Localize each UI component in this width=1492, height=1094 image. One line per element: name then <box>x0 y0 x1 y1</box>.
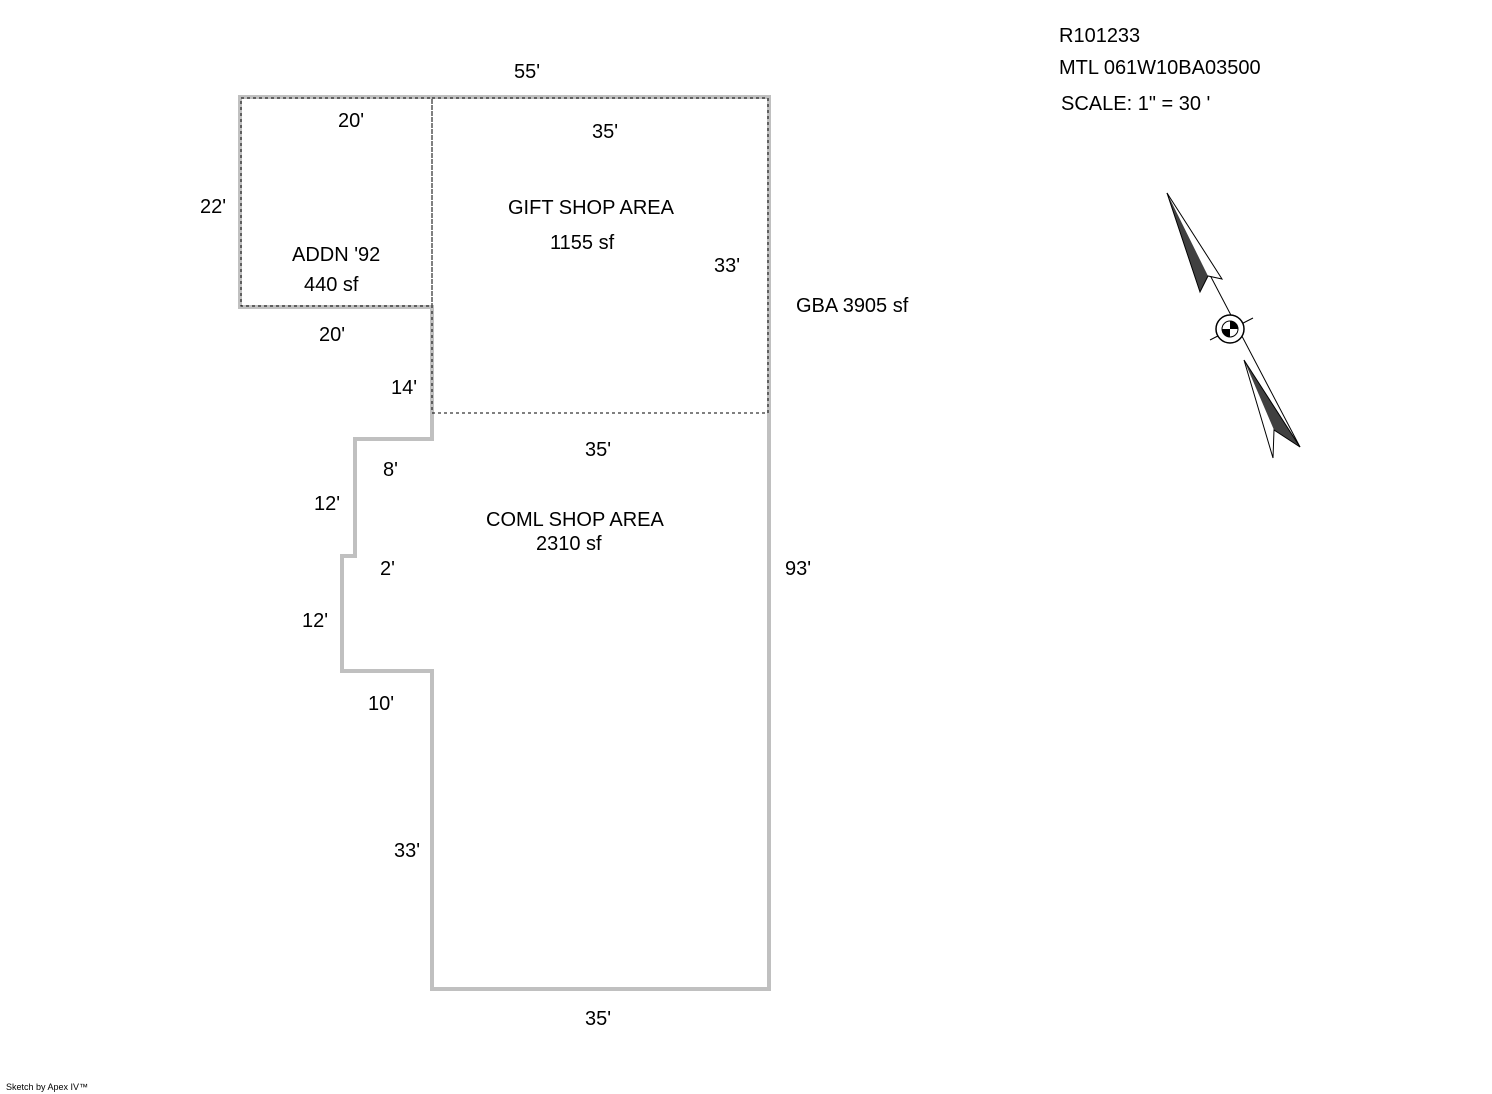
coml-shop-area: 2310 sf <box>536 533 602 555</box>
dim-addn-top: 20' <box>338 110 364 132</box>
map-tax-lot: MTL 061W10BA03500 <box>1059 57 1261 79</box>
dim-step-2: 2' <box>380 558 395 580</box>
dim-left-lower: 33' <box>394 840 420 862</box>
addition-area: 440 sf <box>304 274 359 296</box>
dim-left-jog-1: 14' <box>391 377 417 399</box>
sketch-credit: Sketch by Apex IV™ <box>6 1082 88 1092</box>
coml-shop-name: COML SHOP AREA <box>486 509 664 531</box>
dim-gift-top: 35' <box>592 121 618 143</box>
gift-shop-name: GIFT SHOP AREA <box>508 197 675 219</box>
exterior-outline <box>238 95 771 991</box>
scale-label: SCALE: 1" = 30 ' <box>1061 93 1211 115</box>
dim-step-1: 8' <box>383 459 398 481</box>
dim-left-jog-2: 12' <box>314 493 340 515</box>
dim-right-overall: 93' <box>785 558 811 580</box>
dim-addn-bottom: 20' <box>319 324 345 346</box>
dim-left-jog-3: 12' <box>302 610 328 632</box>
north-arrow-icon <box>1166 192 1301 459</box>
dim-addn-left: 22' <box>200 196 226 218</box>
gift-shop-outline <box>431 97 769 414</box>
dim-gift-right: 33' <box>714 255 740 277</box>
gross-building-area: GBA 3905 sf <box>796 295 909 317</box>
dim-step-3: 10' <box>368 693 394 715</box>
dim-bottom: 35' <box>585 1008 611 1030</box>
gift-shop-area: 1155 sf <box>550 232 615 254</box>
addition-name: ADDN '92 <box>292 244 380 266</box>
addition-outline <box>240 97 433 307</box>
parcel-id: R101233 <box>1059 25 1141 47</box>
dim-gift-bottom: 35' <box>585 439 611 461</box>
dim-top-overall: 55' <box>514 61 540 83</box>
